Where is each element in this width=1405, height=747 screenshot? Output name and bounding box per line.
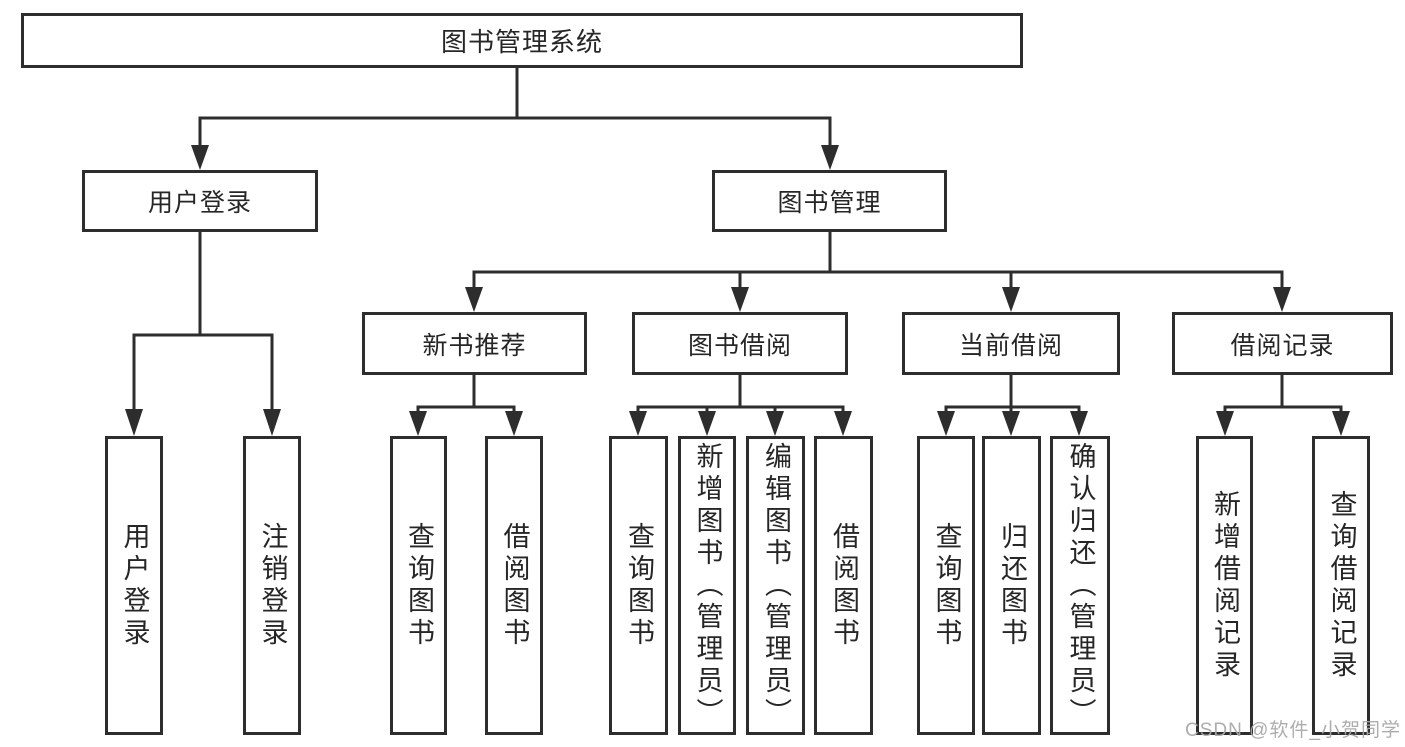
node-user-login: 用户登录 — [82, 170, 318, 232]
leaf-borrow-query-book-label: 查询图书 — [624, 521, 654, 650]
edges-user-login-to-leaves — [125, 230, 281, 436]
leaf-user-login: 用户登录 — [105, 436, 163, 735]
leaf-newrec-borrow-book-label: 借阅图书 — [499, 521, 530, 650]
leaf-borrow-add-book-admin: 新增图书（管理员） — [678, 436, 736, 735]
leaf-records-query-record: 查询借阅记录 — [1312, 436, 1370, 735]
edges-book-management-to-level3 — [465, 230, 1291, 312]
leaf-records-query-record-label: 查询借阅记录 — [1326, 489, 1357, 682]
node-borrow-records-label: 借阅记录 — [1230, 331, 1335, 360]
leaf-logout: 注销登录 — [243, 436, 301, 735]
node-current-borrow-label: 当前借阅 — [958, 331, 1063, 360]
leaf-logout-label: 注销登录 — [257, 521, 288, 650]
edges-new-book-recommend-to-leaves — [409, 373, 523, 436]
leaf-current-return-book: 归还图书 — [982, 436, 1041, 735]
edges-borrow-records-to-leaves — [1216, 373, 1350, 436]
leaf-current-query-book-label: 查询图书 — [931, 521, 962, 650]
edges-book-borrow-to-leaves — [629, 373, 852, 436]
node-root: 图书管理系统 — [21, 13, 1023, 68]
leaf-current-confirm-return-admin: 确认归还（管理员） — [1050, 436, 1110, 735]
edges-current-borrow-to-leaves — [937, 373, 1088, 436]
leaf-current-return-book-label: 归还图书 — [997, 521, 1027, 650]
node-borrow-records: 借阅记录 — [1172, 312, 1393, 375]
csdn-watermark: CSDN @软件_小贺同学 — [1185, 720, 1401, 741]
leaf-current-query-book: 查询图书 — [917, 436, 975, 735]
leaf-borrow-borrow-book-label: 借阅图书 — [829, 521, 859, 650]
leaf-user-login-label: 用户登录 — [119, 521, 150, 650]
leaf-borrow-edit-book-admin-label: 编辑图书（管理员） — [761, 441, 791, 730]
node-new-book-recommend-label: 新书推荐 — [422, 331, 527, 360]
leaf-records-add-record-label: 新增借阅记录 — [1210, 489, 1240, 682]
leaf-records-add-record: 新增借阅记录 — [1196, 436, 1253, 735]
node-current-borrow: 当前借阅 — [902, 312, 1120, 375]
leaf-borrow-add-book-admin-label: 新增图书（管理员） — [692, 441, 723, 730]
leaf-newrec-query-book-label: 查询图书 — [404, 521, 434, 650]
node-book-borrow: 图书借阅 — [632, 312, 848, 375]
node-user-login-label: 用户登录 — [147, 189, 252, 217]
leaf-borrow-query-book: 查询图书 — [609, 436, 668, 735]
leaf-newrec-query-book: 查询图书 — [390, 436, 447, 735]
edges-root-to-level2 — [191, 66, 839, 170]
leaf-current-confirm-return-admin-label: 确认归还（管理员） — [1065, 441, 1096, 730]
node-book-borrow-label: 图书借阅 — [687, 331, 792, 360]
leaf-borrow-edit-book-admin: 编辑图书（管理员） — [746, 436, 805, 735]
node-new-book-recommend: 新书推荐 — [362, 312, 587, 375]
node-book-management-label: 图书管理 — [777, 189, 882, 217]
node-book-management: 图书管理 — [712, 170, 947, 232]
leaf-newrec-borrow-book: 借阅图书 — [485, 436, 543, 735]
node-root-label: 图书管理系统 — [440, 27, 603, 57]
leaf-borrow-borrow-book: 借阅图书 — [814, 436, 873, 735]
